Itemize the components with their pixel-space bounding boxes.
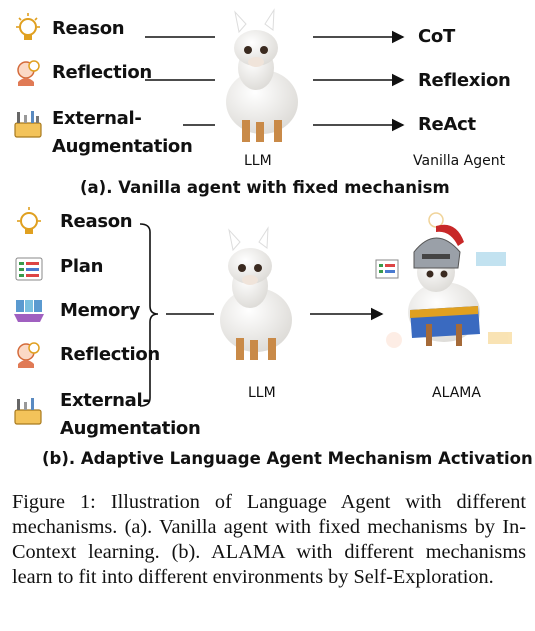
toolbox-icon xyxy=(14,111,42,138)
panel-b-input-reflection: Reflection xyxy=(60,344,160,365)
panel-a-connectors xyxy=(145,30,405,132)
plan-list-icon xyxy=(15,257,43,281)
reflection-head-icon xyxy=(17,60,40,86)
reflection-head-icon xyxy=(17,342,40,368)
panel-a-llm-label: LLM xyxy=(244,153,272,169)
panel-b-input-memory: Memory xyxy=(60,300,141,321)
panel-b-input-augmentation: Augmentation xyxy=(60,418,201,439)
panel-a-input-augmentation: Augmentation xyxy=(52,136,193,157)
knight-alpaca-illustration xyxy=(375,212,512,348)
panel-b-input-plan: Plan xyxy=(60,256,104,277)
panel-a-output-cot: CoT xyxy=(418,26,455,47)
alpaca-illustration xyxy=(220,226,292,360)
panel-b-heading: (b). Adaptive Language Agent Mechanism A… xyxy=(42,449,533,468)
panel-b-input-external: External- xyxy=(60,390,150,411)
panel-a-input-external: External- xyxy=(52,108,142,129)
figure-caption: Figure 1: Illustration of Language Agent… xyxy=(12,491,526,589)
panel-a-output-reflexion: Reflexion xyxy=(418,70,511,91)
panel-b-llm-label: LLM xyxy=(248,385,276,401)
panel-a-agent-label: Vanilla Agent xyxy=(413,153,506,169)
memory-books-icon xyxy=(14,300,44,322)
panel-a-output-react: ReAct xyxy=(418,114,476,135)
panel-a-input-reason: Reason xyxy=(52,18,125,39)
lightbulb-icon xyxy=(17,207,41,234)
panel-b-connectors xyxy=(139,223,384,407)
alpaca-illustration xyxy=(226,8,298,142)
toolbox-icon xyxy=(14,398,42,425)
panel-a-heading: (a). Vanilla agent with fixed mechanism xyxy=(80,178,450,197)
panel-b-input-reason: Reason xyxy=(60,211,133,232)
lightbulb-icon xyxy=(16,13,40,40)
panel-b-agent-label: ALAMA xyxy=(432,385,481,401)
panel-a-input-reflection: Reflection xyxy=(52,62,152,83)
